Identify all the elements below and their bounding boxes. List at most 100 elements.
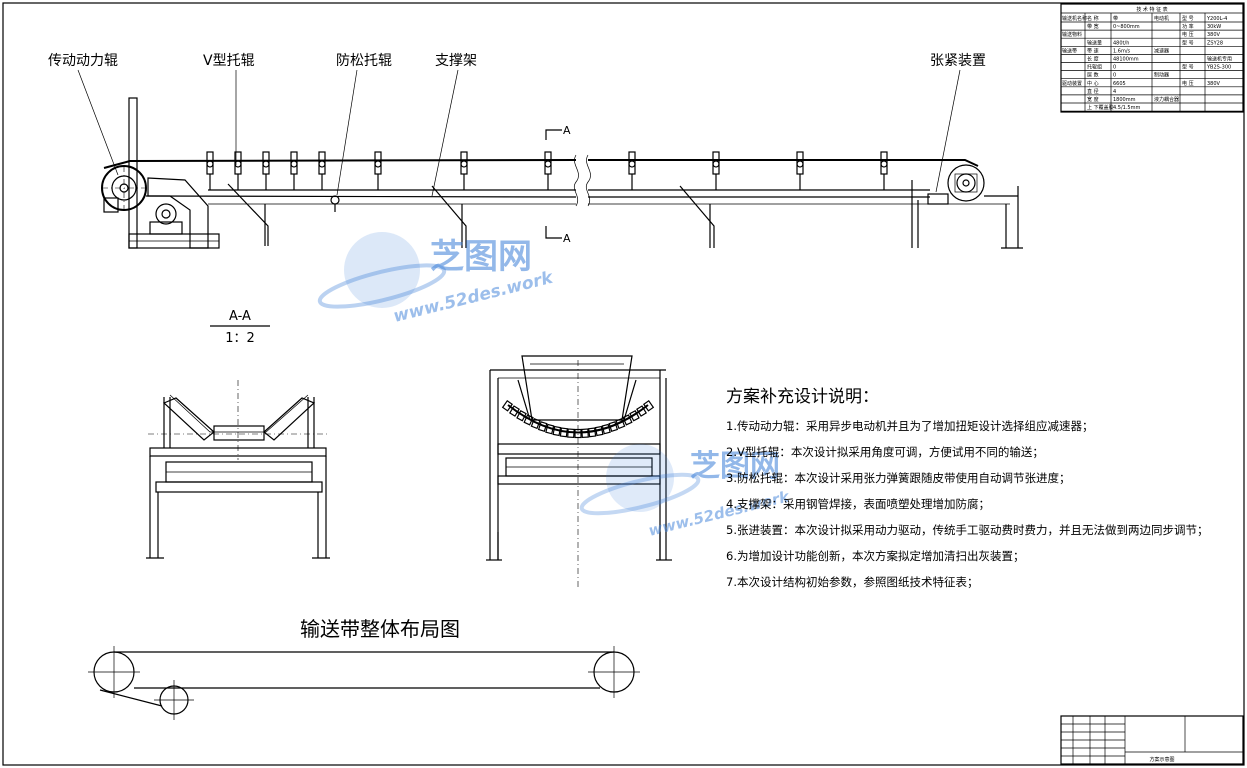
spec-cell: 减速器 bbox=[1154, 47, 1169, 54]
spec-cell: 功 率 bbox=[1182, 23, 1194, 30]
spec-table-title: 技 术 特 征 表 bbox=[1136, 6, 1167, 13]
break-line-2 bbox=[585, 154, 591, 207]
note-item: 7.本次设计结构初始参数，参照图纸技术特征表； bbox=[726, 575, 979, 589]
v-idler bbox=[290, 151, 298, 190]
cleaner-section-view bbox=[486, 355, 672, 588]
spec-cell: 380V bbox=[1207, 81, 1221, 87]
v-idler bbox=[880, 151, 888, 190]
spec-cell: 电动机 bbox=[1154, 15, 1169, 22]
belt-top-run bbox=[103, 159, 577, 169]
spec-cell: 型 号 bbox=[1182, 15, 1194, 22]
spec-cell: 电 压 bbox=[1182, 80, 1194, 87]
spec-cell: 带 速 bbox=[1087, 48, 1099, 54]
spec-cell: 型 号 bbox=[1182, 39, 1194, 46]
chute bbox=[147, 177, 209, 249]
design-notes: 方案补充设计说明： 1.传动动力辊：采用异步电动机并且为了增加扭矩设计选择组应减… bbox=[726, 382, 1236, 595]
spec-cell: 48100mm bbox=[1113, 57, 1139, 63]
callout-v-idler: V型托辊 bbox=[203, 53, 255, 69]
spec-cell: 0 bbox=[1113, 73, 1116, 79]
spec-cell: 380V bbox=[1207, 32, 1221, 38]
v-idler bbox=[374, 151, 382, 190]
spec-cell: 名 称 bbox=[1087, 15, 1099, 22]
watermark-logo: 芝图网 www.52des.work bbox=[317, 232, 556, 327]
conveyor-elevation: A A bbox=[101, 97, 1023, 249]
spec-cell: 输送机名称 bbox=[1062, 15, 1087, 22]
spec-cell: 输送带 bbox=[1062, 47, 1077, 54]
v-idler bbox=[544, 151, 552, 190]
layout-title: 输送带整体布局图 bbox=[300, 617, 460, 641]
spec-cell: 0~800mm bbox=[1113, 24, 1140, 30]
title-block: 方案示意图 bbox=[1060, 715, 1244, 765]
spec-cell: 制动器 bbox=[1154, 72, 1169, 79]
spec-cell: 电 压 bbox=[1182, 31, 1194, 38]
drawing-name: 方案示意图 bbox=[1149, 756, 1174, 763]
break-line-1 bbox=[573, 154, 579, 207]
v-idler bbox=[318, 151, 326, 190]
spec-cell: 中 心 bbox=[1087, 80, 1099, 87]
drive-motor bbox=[149, 203, 183, 235]
note-item: 5.张进装置：本次设计拟采用动力驱动，传统手工驱动费时费力，并且无法做到两边同步… bbox=[726, 523, 1209, 537]
v-idler bbox=[234, 151, 242, 190]
v-idler bbox=[206, 151, 214, 190]
spec-cell: 6605 bbox=[1113, 81, 1126, 87]
spec-cell: 型 号 bbox=[1182, 64, 1194, 71]
spec-cell: 4.5/1.5mm bbox=[1113, 105, 1140, 111]
v-idler bbox=[628, 151, 636, 190]
note-item: 4.支撑架：采用钢管焊接，表面喷塑处理增加防腐； bbox=[726, 497, 990, 511]
belt-layout-sketch bbox=[88, 646, 640, 720]
spec-cell: 480t/h bbox=[1113, 40, 1129, 46]
spec-cell: ZSY28 bbox=[1207, 40, 1223, 46]
notes-title: 方案补充设计说明： bbox=[726, 387, 879, 407]
callout-drive-roller: 传动动力辊 bbox=[48, 53, 118, 69]
callout-support-frame: 支撑架 bbox=[435, 53, 477, 69]
anti-loose-idler-roll bbox=[330, 195, 340, 205]
spec-cell: YB2S-300 bbox=[1206, 65, 1231, 71]
spec-cell: 带 bbox=[1113, 16, 1118, 22]
drive-pulley bbox=[101, 165, 147, 213]
spec-cell: 层 数 bbox=[1087, 72, 1099, 79]
spec-cell: 输送量 bbox=[1087, 39, 1102, 46]
support-frames bbox=[227, 183, 715, 248]
v-idler bbox=[712, 151, 720, 190]
svg-text:芝图网: 芝图网 bbox=[690, 449, 780, 484]
note-item: 2.V型托辊：本次设计拟采用角度可调，方便试用不同的输送； bbox=[726, 445, 1044, 459]
v-idler bbox=[460, 151, 468, 190]
svg-text:A: A bbox=[563, 124, 571, 137]
spec-cell: 长 度 bbox=[1087, 56, 1099, 63]
spec-cell: 30kW bbox=[1207, 24, 1221, 30]
v-idler bbox=[796, 151, 804, 190]
spec-cell: 液力耦合器 bbox=[1154, 96, 1179, 103]
section-cut-marker: A A bbox=[545, 124, 571, 245]
note-item: 3.防松托辊：本次设计采用张力弹簧跟随皮带使用自动调节张进度； bbox=[726, 471, 1071, 485]
callout-anti-loose-idler: 防松托辊 bbox=[336, 53, 392, 69]
section-view-a-a: A-A 1：2 bbox=[146, 309, 330, 559]
spec-cell: 直 径 bbox=[1087, 88, 1099, 95]
spec-cell: 带 宽 bbox=[1087, 23, 1099, 30]
spec-cell: 1800mm bbox=[1113, 97, 1136, 103]
callout-tensioner: 张紧装置 bbox=[930, 53, 986, 69]
v-idler bbox=[262, 151, 270, 190]
drive-tower-post bbox=[128, 97, 138, 249]
callout-leaders bbox=[77, 69, 961, 197]
spec-cell: 托辊组 bbox=[1087, 64, 1102, 71]
note-item: 6.为增加设计功能创新，本次方案拟定增加清扫出灰装置； bbox=[726, 549, 1025, 563]
tension-device bbox=[911, 164, 1023, 249]
section-view-scale: 1：2 bbox=[225, 331, 255, 346]
svg-text:A: A bbox=[563, 232, 571, 245]
section-view-title: A-A bbox=[229, 309, 251, 324]
spec-cell: 0 bbox=[1113, 65, 1116, 71]
spec-cell: 输送物料 bbox=[1062, 31, 1082, 38]
spec-cell: 驱动装置 bbox=[1062, 80, 1082, 87]
note-item: 1.传动动力辊：采用异步电动机并且为了增加扭矩设计选择组应减速器； bbox=[726, 419, 1094, 433]
belt-return-run bbox=[145, 195, 577, 198]
idler-row bbox=[206, 151, 888, 190]
spec-cell: Y200L-4 bbox=[1206, 16, 1227, 22]
spec-cell: 1.6m/s bbox=[1113, 48, 1131, 54]
spec-cell: 4 bbox=[1113, 89, 1116, 95]
spec-cell: 宽 度 bbox=[1087, 96, 1099, 103]
svg-text:芝图网: 芝图网 bbox=[430, 237, 532, 277]
notes-list: 1.传动动力辊：采用异步电动机并且为了增加扭矩设计选择组应减速器； 2.V型托辊：… bbox=[726, 413, 1236, 595]
